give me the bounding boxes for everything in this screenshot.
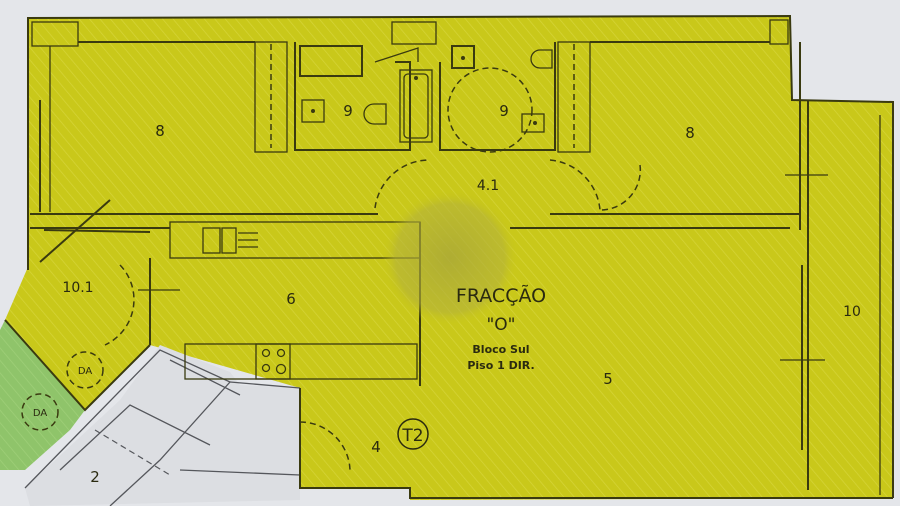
bathroom-fixtures [299, 45, 553, 153]
da-label-2: DA [33, 408, 48, 419]
typology-label: T2 [401, 426, 423, 446]
room-label-bedroom-right: 8 [685, 124, 695, 142]
room-labels: 8 8 9 9 4.1 6 5 4 10 10.1 2 [62, 102, 861, 486]
room-label-kitchen: 6 [286, 290, 296, 308]
typology-badge [397, 418, 429, 450]
accessibility-symbols: DA DA [21, 351, 104, 431]
watermark-logo [382, 190, 518, 326]
room-label-bathroom-left: 9 [343, 102, 353, 120]
walls [4, 14, 894, 499]
neighbor-unit [24, 345, 301, 506]
unit-title-block: FRACÇÃO "O" Bloco Sul Piso 1 DIR. T2 [397, 284, 546, 450]
room-label-balcony-left: 10.1 [62, 280, 93, 296]
room-label-balcony-right: 10 [843, 304, 861, 320]
neighbor-green-area [0, 320, 85, 470]
unit-title: FRACÇÃO [456, 284, 546, 307]
room-label-neighbor: 2 [90, 468, 100, 486]
unit-floor: Piso 1 DIR. [467, 359, 534, 372]
room-label-living: 5 [603, 370, 613, 388]
room-label-bedroom-left: 8 [155, 122, 165, 140]
unit-block: Bloco Sul [472, 343, 529, 356]
room-label-bathroom-right: 9 [499, 102, 509, 120]
unit-code: "O" [486, 315, 515, 335]
room-label-entrance-hall: 4 [371, 438, 381, 456]
da-label-1: DA [78, 366, 93, 377]
door-swings [104, 159, 642, 471]
room-label-hall-inner: 4.1 [477, 178, 499, 194]
